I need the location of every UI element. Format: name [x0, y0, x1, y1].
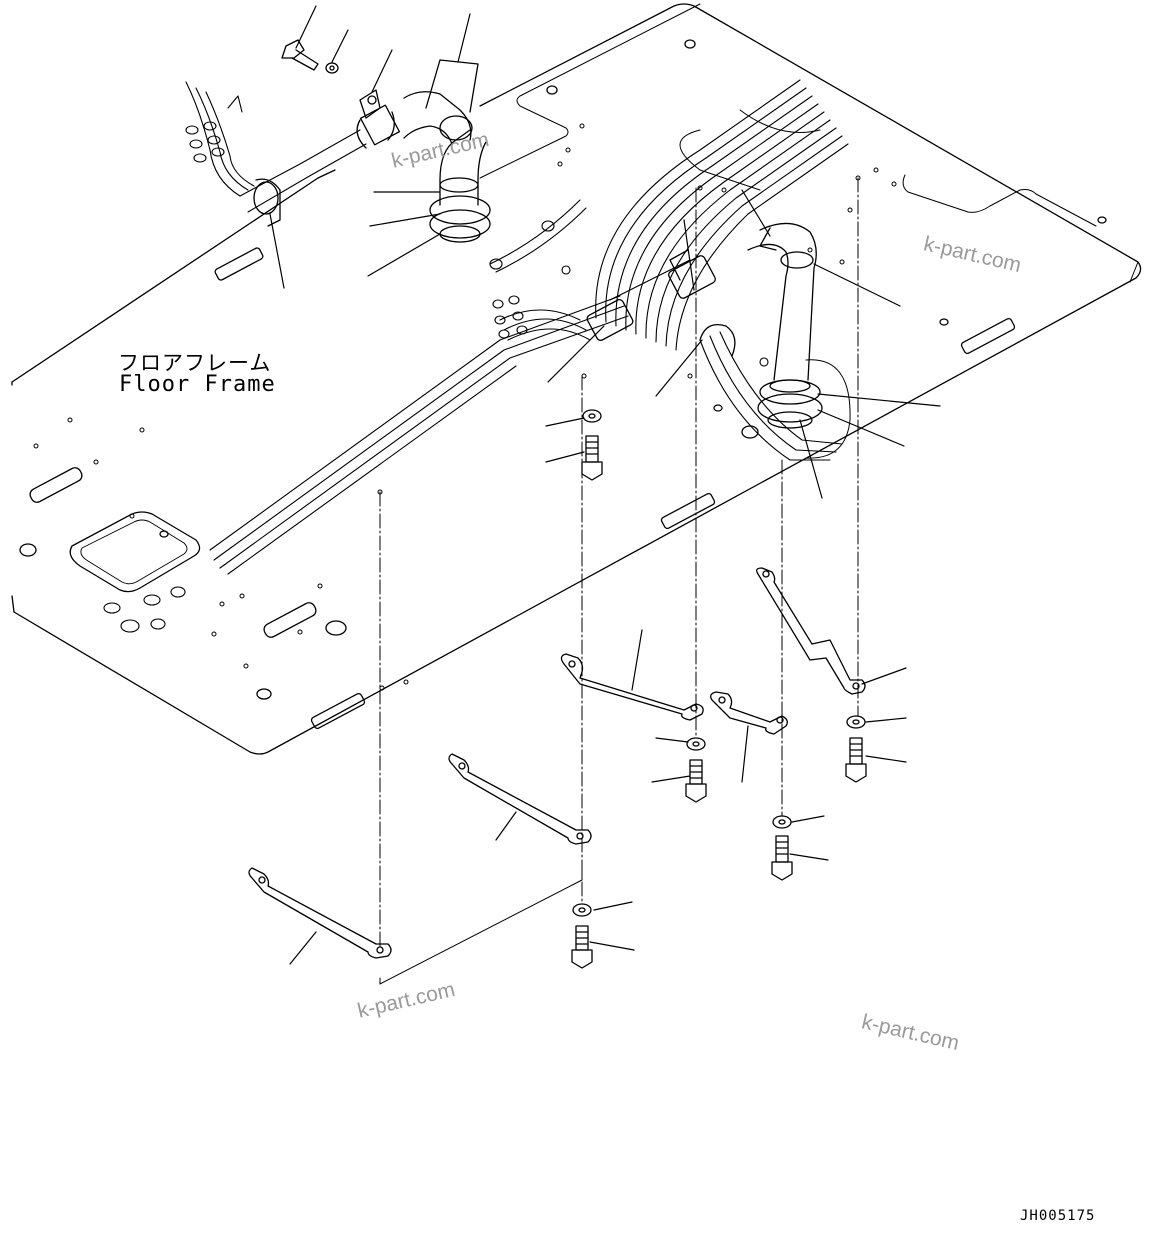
bolts-and-washers [281, 39, 867, 969]
hose-fittings [103, 121, 769, 633]
leader-lines [269, 5, 941, 965]
floor-frame-label-english: Floor Frame [119, 372, 276, 397]
grommets-and-clamps [253, 59, 851, 459]
assembly-centerlines [379, 177, 859, 949]
drawing-code: JH005175 [1020, 1208, 1096, 1224]
floor-frame-plate [11, 3, 1142, 755]
assembly-bracket-lines [379, 869, 583, 985]
mounting-brackets [248, 567, 866, 959]
floor-frame-label-japanese: フロアフレーム [118, 351, 272, 375]
plate-holes [33, 123, 897, 691]
hose-bundle [185, 79, 849, 575]
